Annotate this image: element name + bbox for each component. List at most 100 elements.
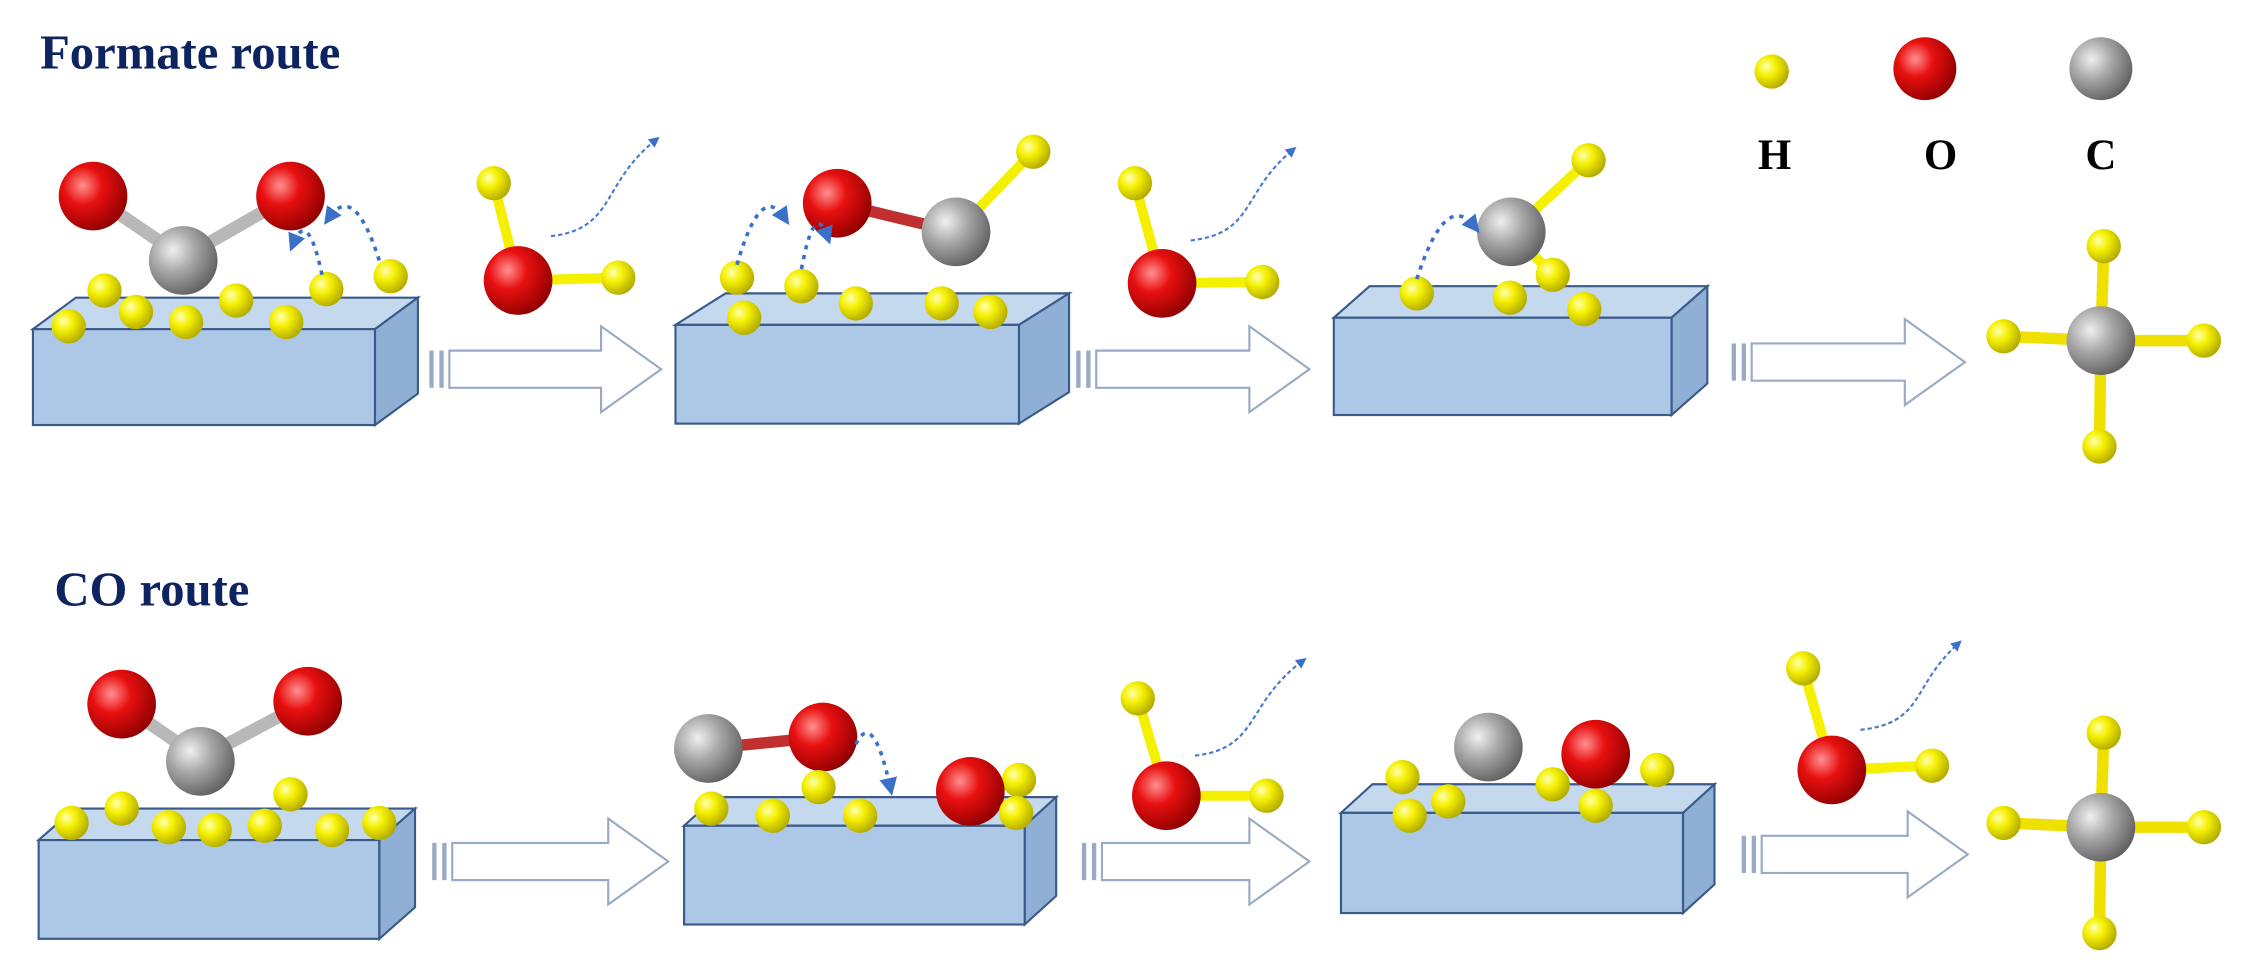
hydrogen-atom: [755, 798, 790, 833]
reaction-arrow-5-tail-line: [1081, 842, 1087, 881]
hydrogen-atom: [1001, 762, 1037, 798]
oxygen-atom: [58, 161, 128, 231]
hydrogen-atom: [247, 808, 282, 843]
reaction-arrow-2-tail-line: [1086, 350, 1091, 388]
hydrogen-atom: [373, 259, 408, 294]
reaction-arrow-3-tail-line: [1731, 343, 1736, 381]
hydrogen-atom: [309, 271, 344, 307]
surface-slab-4-front: [37, 838, 381, 940]
oxygen-atom: [788, 702, 858, 772]
hydrogen-atom: [842, 798, 878, 833]
hydrogen-atom: [719, 260, 755, 295]
carbon-atom: [921, 197, 991, 267]
hydrogen-atom: [2186, 323, 2222, 358]
reaction-arrow-4: [451, 816, 671, 907]
hydrogen-atom: [1385, 759, 1420, 795]
legend-h-atom-icon: [1754, 54, 1789, 89]
reaction-arrow-3-tail-line: [1741, 343, 1746, 381]
hydrogen-atom: [1535, 257, 1570, 292]
hydrogen-atom: [2086, 228, 2121, 264]
hydrogen-atom: [1120, 681, 1155, 716]
hydrogen-atom: [362, 805, 397, 841]
hydrogen-atom: [838, 286, 873, 321]
hydrogen-atom: [1986, 319, 2021, 354]
hydrogen-atom: [2186, 810, 2222, 845]
reaction-arrow-6: [1760, 809, 1970, 900]
hydrogen-atom: [973, 294, 1008, 330]
oxygen-atom: [802, 168, 872, 238]
hydrogen-atom: [2086, 715, 2121, 750]
hydrogen-hop-arrow: [735, 205, 790, 266]
hydrogen-atom: [1535, 767, 1570, 802]
carbon-atom: [166, 727, 235, 796]
oxygen-atom: [935, 757, 1005, 826]
hydrogen-atom: [1571, 143, 1606, 178]
hydrogen-atom: [151, 810, 187, 845]
surface-slab-5-front: [683, 824, 1026, 926]
legend-c-atom-icon: [2069, 37, 2133, 101]
water-release-arrow: [1860, 640, 1962, 731]
carbon-atom: [674, 714, 743, 783]
reaction-arrow-1: [448, 324, 664, 415]
hydrogen-atom: [1567, 291, 1602, 327]
hydrogen-atom: [998, 795, 1034, 831]
formate-route-title: Formate route: [40, 26, 340, 80]
hydrogen-atom: [601, 260, 636, 295]
oxygen-atom: [483, 246, 553, 315]
hydrogen-atom: [87, 273, 122, 308]
hydrogen-atom: [727, 300, 762, 335]
hydrogen-atom: [1399, 276, 1434, 311]
reaction-arrow-1-tail-line: [439, 350, 444, 388]
hydrogen-hop-arrow: [799, 222, 833, 270]
hydrogen-atom: [476, 166, 511, 201]
hydrogen-atom: [269, 304, 304, 340]
hydrogen-atom: [1640, 752, 1675, 788]
hydrogen-atom: [784, 269, 819, 304]
oxygen-atom: [1132, 761, 1201, 831]
hydrogen-atom: [1117, 166, 1153, 201]
legend-o-label: O: [1924, 132, 1957, 179]
water-release-arrow: [1190, 146, 1297, 242]
hydrogen-atom: [1786, 651, 1821, 686]
hydrogen-atom: [218, 283, 254, 318]
water-release-arrow: [1194, 657, 1307, 757]
reaction-arrow-6-tail-line: [1751, 835, 1756, 873]
hydrogen-atom: [694, 791, 729, 826]
water-release-arrow: [550, 136, 660, 238]
oxygen-atom: [273, 666, 343, 736]
hydrogen-atom: [1431, 784, 1466, 819]
reaction-arrow-3: [1750, 317, 1967, 408]
carbon-atom: [2066, 306, 2136, 375]
reaction-arrow-1-tail-line: [429, 350, 434, 388]
reaction-arrow-4-tail-line: [442, 842, 447, 881]
hydrogen-atom: [1578, 788, 1613, 823]
hydrogen-atom: [801, 769, 836, 805]
hydrogen-atom: [2082, 429, 2117, 464]
hydrogen-atom: [1492, 280, 1528, 315]
legend-o-atom-icon: [1893, 37, 1957, 101]
oxygen-atom: [1127, 249, 1197, 318]
carbon-atom: [2066, 792, 2136, 862]
hydrogen-atom: [273, 777, 308, 812]
reaction-arrow-2-tail-line: [1076, 350, 1081, 388]
carbon-atom: [148, 226, 218, 295]
reaction-arrow-4-tail-line: [432, 842, 437, 881]
surface-slab-1-front: [31, 328, 377, 427]
legend-h-label: H: [1758, 132, 1791, 179]
hydrogen-atom: [51, 309, 86, 344]
reaction-arrow-5-tail-line: [1091, 842, 1097, 881]
oxygen-hop-arrow: [854, 731, 897, 796]
co-route-title: CO route: [54, 562, 249, 616]
carbon-atom: [1476, 197, 1546, 267]
hydrogen-hop-arrow: [288, 229, 324, 276]
hydrogen-hop-arrow: [1415, 213, 1480, 280]
surface-slab-3-front: [1332, 316, 1673, 417]
reaction-arrow-6-tail-line: [1741, 835, 1746, 873]
surface-slab-2-front: [674, 323, 1021, 425]
hydrogen-atom: [104, 791, 139, 826]
hydrogen-atom: [1914, 748, 1950, 783]
legend: H O C: [1754, 37, 2133, 179]
hydrogen-hop-arrow: [324, 204, 381, 262]
hydrogen-atom: [2082, 915, 2117, 951]
